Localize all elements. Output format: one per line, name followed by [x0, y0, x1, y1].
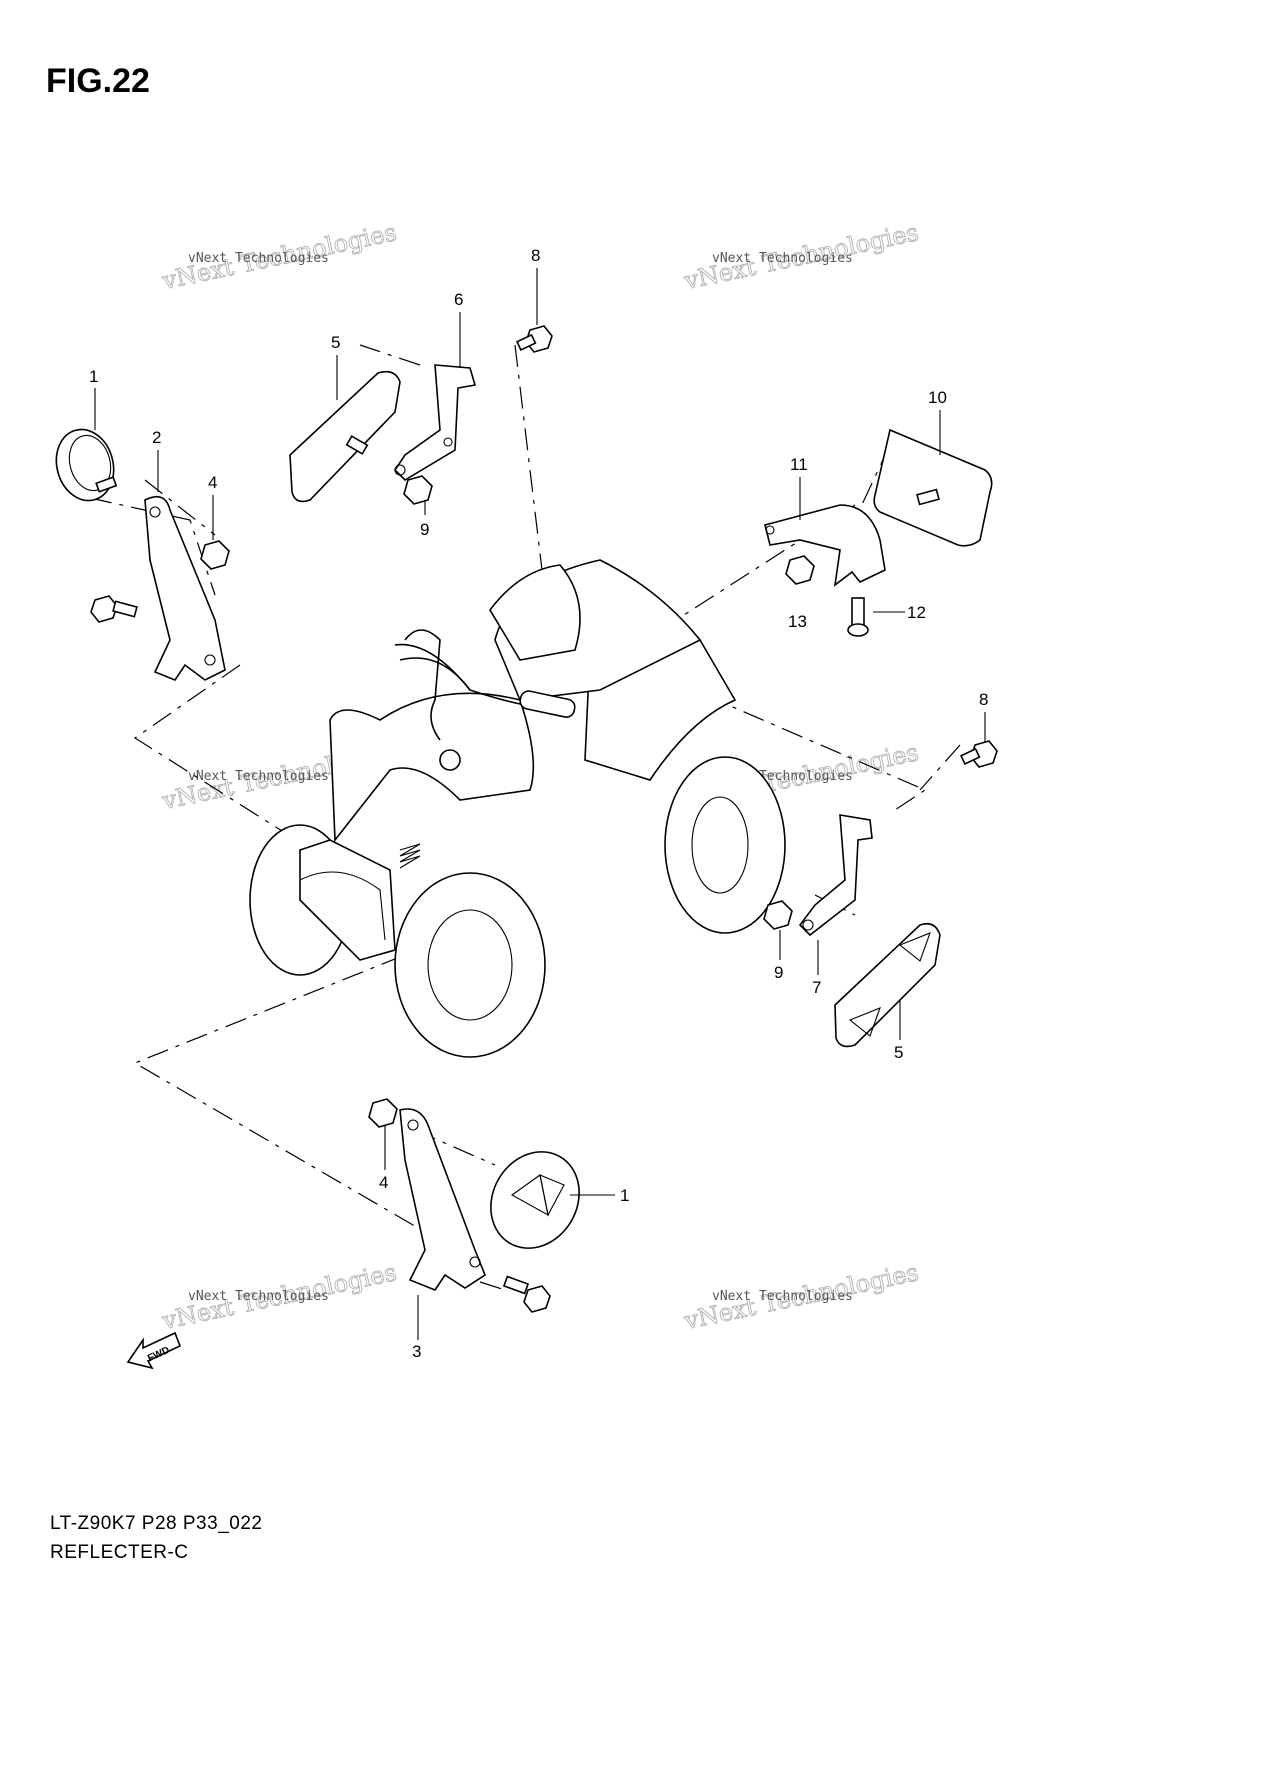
watermark-bottom-left: vNext Technologies vNext Technologies [159, 1258, 400, 1336]
atv-body [249, 559, 786, 1058]
nut-top-left [200, 540, 230, 570]
callout-10: 10 [928, 388, 947, 407]
callout-13: 13 [788, 612, 807, 631]
callout-12: 12 [907, 603, 926, 622]
assembly-lines [89, 344, 961, 1291]
watermark-top-right: vNext Technologies vNext Technologies [681, 218, 922, 296]
callout-9-right: 9 [774, 963, 783, 982]
fwd-arrow-icon: FWD [126, 1331, 182, 1370]
nut-bottom-left [368, 1098, 398, 1128]
svg-text:vNext Technologies: vNext Technologies [188, 1289, 329, 1304]
callout-3: 3 [412, 1342, 421, 1361]
rect-reflector-top [289, 370, 401, 503]
callout-8-right: 8 [979, 690, 988, 709]
bracket-left-rear [399, 1108, 486, 1291]
bolt-top [515, 325, 553, 353]
nut-right-side [763, 900, 793, 930]
figure-caption: REFLECTER-C [50, 1542, 189, 1563]
svg-text:vNext Technologies: vNext Technologies [712, 251, 853, 266]
bolt-bottom [502, 1275, 551, 1313]
callout-4-bottom: 4 [379, 1173, 388, 1192]
bracket-right-rear [764, 504, 886, 587]
callout-1-top: 1 [89, 367, 98, 386]
bolt-left [90, 595, 138, 623]
callout-4-top: 4 [208, 473, 217, 492]
bracket-right-side [798, 814, 873, 937]
round-reflector-left [55, 428, 118, 502]
nut-top-center [403, 475, 433, 505]
callout-5-right: 5 [894, 1043, 903, 1062]
bracket-top-side [393, 364, 477, 482]
callout-2: 2 [152, 428, 161, 447]
callout-1-bottom: 1 [620, 1186, 629, 1205]
model-code: LT-Z90K7 P28 P33_022 [50, 1513, 263, 1534]
rect-reflector-right-side [834, 922, 941, 1048]
callout-8-top: 8 [531, 246, 540, 265]
rect-reflector-right [873, 428, 993, 547]
figure-title: FIG.22 [46, 62, 150, 100]
bracket-left-front [144, 495, 226, 681]
callout-labels: 1 2 4 5 6 8 9 10 11 13 12 8 9 7 5 4 1 3 [89, 246, 988, 1361]
nut-right-rear [785, 555, 815, 585]
callout-7: 7 [812, 978, 821, 997]
watermark-top-left: vNext Technologies vNext Technologies [159, 218, 400, 296]
svg-text:vNext Technologies: vNext Technologies [712, 1289, 853, 1304]
screw-right-rear [847, 597, 869, 637]
callout-9-top: 9 [420, 520, 429, 539]
callout-11: 11 [790, 455, 808, 474]
bolt-right [959, 740, 998, 768]
leader-lines [94, 268, 986, 1340]
svg-text:vNext Technologies: vNext Technologies [188, 251, 329, 266]
watermark-bottom-right: vNext Technologies vNext Technologies [681, 1258, 922, 1336]
callout-5-top: 5 [331, 333, 340, 352]
svg-text:vNext Technologies: vNext Technologies [188, 769, 329, 784]
callout-6: 6 [454, 290, 463, 309]
round-reflector-bottom [490, 1151, 580, 1249]
